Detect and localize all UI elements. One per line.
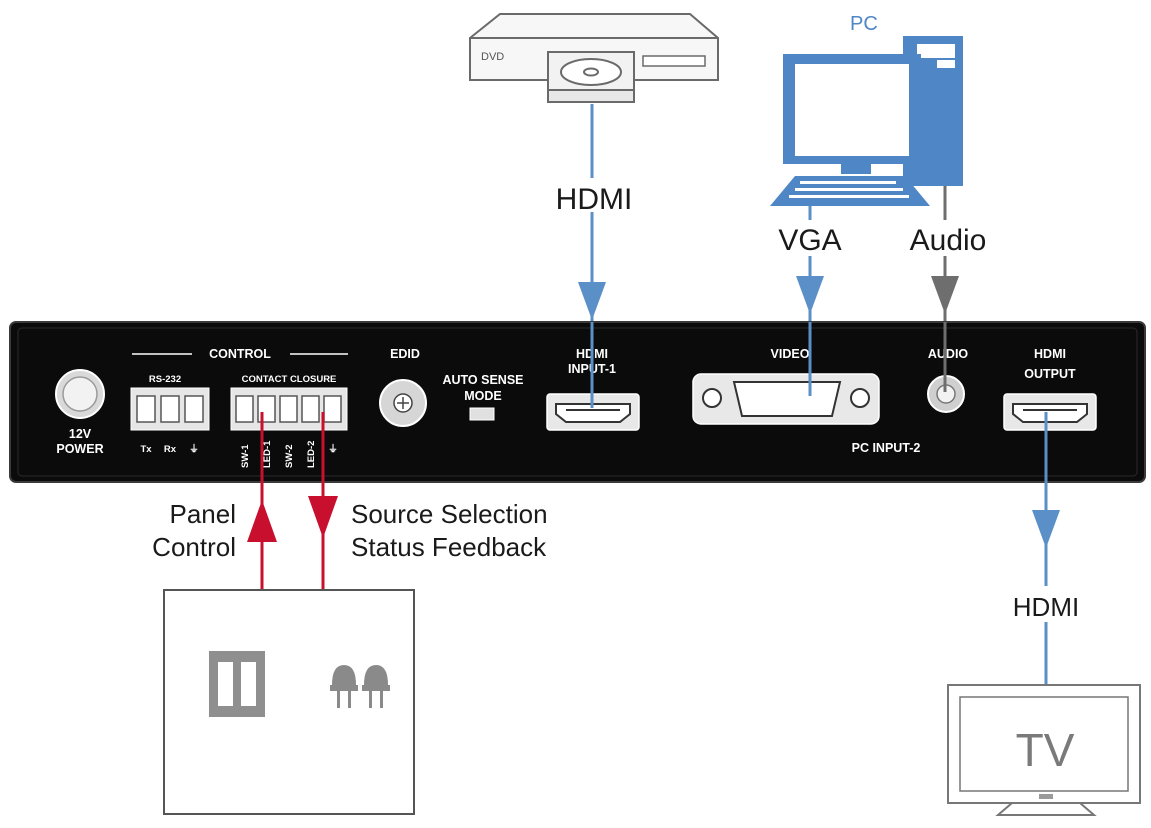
feedback-label-2: Status Feedback [351, 532, 547, 562]
audio-cable: Audio [898, 186, 998, 392]
edid-label: EDID [390, 347, 420, 361]
panel-control-label-1: Panel [170, 499, 237, 529]
hdmi-output-cable: HDMI [1000, 412, 1096, 685]
audio-port-label: AUDIO [928, 347, 969, 361]
power-label-1: 12V [69, 427, 92, 441]
hdmi-output-label-2: OUTPUT [1024, 367, 1076, 381]
edid-knob: EDID [379, 347, 427, 427]
panel-control-arrow [247, 500, 277, 542]
panel-control-cable [247, 412, 277, 590]
pc-label: PC [850, 13, 878, 35]
pc-input-label: PC INPUT-2 [852, 441, 921, 455]
tv-label: TV [1016, 724, 1075, 776]
control-header: CONTROL [132, 347, 348, 361]
hdmi-output-label-1: HDMI [1034, 347, 1066, 361]
rs232-terminal: RS-232 Tx Rx ⏚ [130, 374, 210, 455]
power-jack: 12V POWER [55, 369, 105, 456]
pin-sw1: SW-1 [240, 444, 251, 468]
vga-arrow [796, 276, 824, 314]
auto-sense-label-1: AUTO SENSE [442, 373, 523, 387]
hdmi-input-arrow [578, 282, 606, 320]
pc-icon: PC [770, 13, 963, 206]
led-indicators-icon [330, 665, 390, 708]
tv-icon: TV [947, 684, 1141, 816]
contact-closure-terminal: CONTACT CLOSURE SW-1 LED-1 SW-2 LED-2 ⏚ [230, 374, 348, 468]
wall-control-panel [163, 589, 415, 815]
auto-sense-switch: AUTO SENSE MODE [442, 373, 524, 421]
hdmi-output-label: HDMI [1013, 592, 1079, 622]
pin-sw2: SW-2 [284, 444, 295, 468]
hdmi-output-port: HDMI OUTPUT [1003, 347, 1097, 431]
rs232-label: RS-232 [149, 374, 181, 385]
vga-video-port: VIDEO PC INPUT-2 [692, 347, 921, 455]
rs232-pin-ground: ⏚ [189, 444, 199, 455]
pin-led2: LED-2 [306, 441, 317, 468]
rs232-pin-tx: Tx [140, 444, 152, 455]
hdmi-output-arrow [1032, 510, 1060, 548]
auto-sense-label-2: MODE [464, 389, 502, 403]
dvd-player-icon: DVD [469, 13, 719, 103]
control-label: CONTROL [209, 347, 271, 361]
rs232-pin-rx: Rx [164, 444, 177, 455]
pin-led1: LED-1 [262, 440, 273, 468]
power-label-2: POWER [56, 442, 103, 456]
vga-label: VGA [778, 224, 841, 257]
audio-jack: AUDIO [927, 347, 969, 413]
hdmi-input-label: HDMI [556, 183, 633, 216]
button-switch-icon [209, 651, 265, 717]
pin-ground: ⏚ [328, 444, 338, 455]
status-feedback-arrow [308, 496, 338, 538]
contact-closure-label: CONTACT CLOSURE [242, 374, 337, 385]
audio-arrow [931, 276, 959, 314]
switcher-rear-panel: 12V POWER CONTROL RS-232 Tx Rx ⏚ CONTACT… [9, 321, 1146, 483]
status-feedback-cable [308, 412, 338, 590]
video-label: VIDEO [771, 347, 810, 361]
panel-control-label-2: Control [152, 532, 236, 562]
hdmi-input-cable: HDMI [546, 104, 642, 402]
audio-label: Audio [910, 224, 987, 257]
dvd-label: DVD [481, 51, 504, 63]
feedback-label-1: Source Selection [351, 499, 548, 529]
